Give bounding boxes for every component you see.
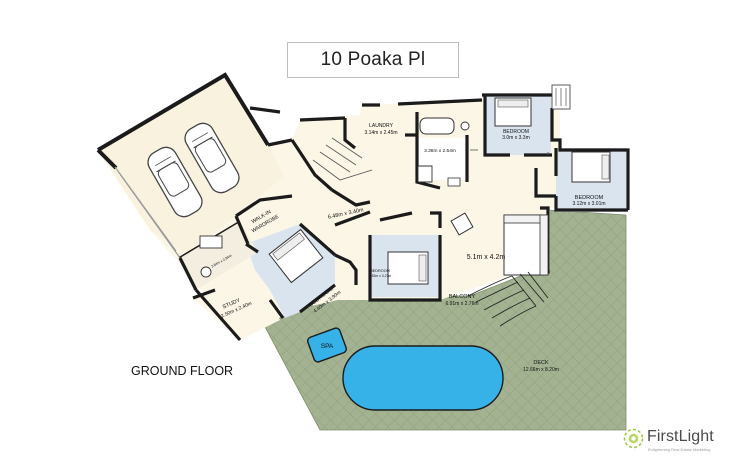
toilet-icon bbox=[200, 266, 212, 278]
balcony-size: 6.91m x 2.76m bbox=[445, 301, 478, 307]
laundry-size: 3.14m x 2.45m bbox=[364, 130, 397, 136]
walls bbox=[178, 93, 630, 342]
bed-icon bbox=[268, 228, 324, 284]
bed-icon bbox=[387, 251, 429, 285]
pool-icon bbox=[342, 345, 504, 411]
toilet-icon bbox=[460, 121, 470, 131]
car-icon bbox=[147, 146, 203, 218]
bedroom-top-size: 3.0m x 3.3m bbox=[502, 135, 530, 141]
spa-icon bbox=[307, 327, 347, 363]
bench-icon bbox=[447, 177, 461, 187]
bedroom-top-label: BEDROOM bbox=[503, 129, 529, 135]
balcony-label: BALCONY bbox=[449, 294, 476, 300]
laundry-label: LAUNDRY bbox=[369, 123, 393, 129]
bathtub-icon bbox=[419, 117, 455, 135]
bedroom-small-label: BEDROOM bbox=[370, 269, 390, 273]
living-size: 5.1m x 4.2m bbox=[467, 254, 506, 261]
bed-icon bbox=[571, 151, 611, 183]
study-area bbox=[193, 282, 280, 340]
bathroom-size: 3.36m x 2.54m bbox=[424, 148, 456, 154]
bedroom-right-label: BEDROOM bbox=[575, 195, 604, 201]
deck-stairs bbox=[467, 271, 549, 327]
car-icon bbox=[184, 122, 240, 194]
vanity-icon bbox=[199, 235, 223, 249]
brand-logo: FirstLight Enlightening Real Estate Mark… bbox=[623, 425, 743, 455]
brand-name: FirstLight bbox=[647, 428, 714, 445]
bedroom-right-size: 3.12m x 3.01m bbox=[572, 201, 605, 207]
firstlight-logo-icon bbox=[623, 428, 644, 449]
ensuite-area bbox=[180, 222, 258, 290]
spa-label: SPA bbox=[321, 343, 334, 350]
bed-icon bbox=[494, 97, 532, 127]
deck-label: DECK bbox=[533, 360, 549, 366]
page-title: 10 Poaka Pl bbox=[287, 42, 459, 78]
floor-label: GROUND FLOOR bbox=[131, 364, 234, 378]
armchair-icon bbox=[450, 212, 474, 236]
deck-size: 12.66m x 8.20m bbox=[523, 367, 559, 373]
shower-icon bbox=[417, 165, 433, 183]
sofa-icon bbox=[503, 214, 549, 276]
bedroom-small-size: 3.52m x 3.27m bbox=[369, 274, 392, 278]
brand-tagline: Enlightening Real Estate Marketing bbox=[648, 447, 711, 452]
